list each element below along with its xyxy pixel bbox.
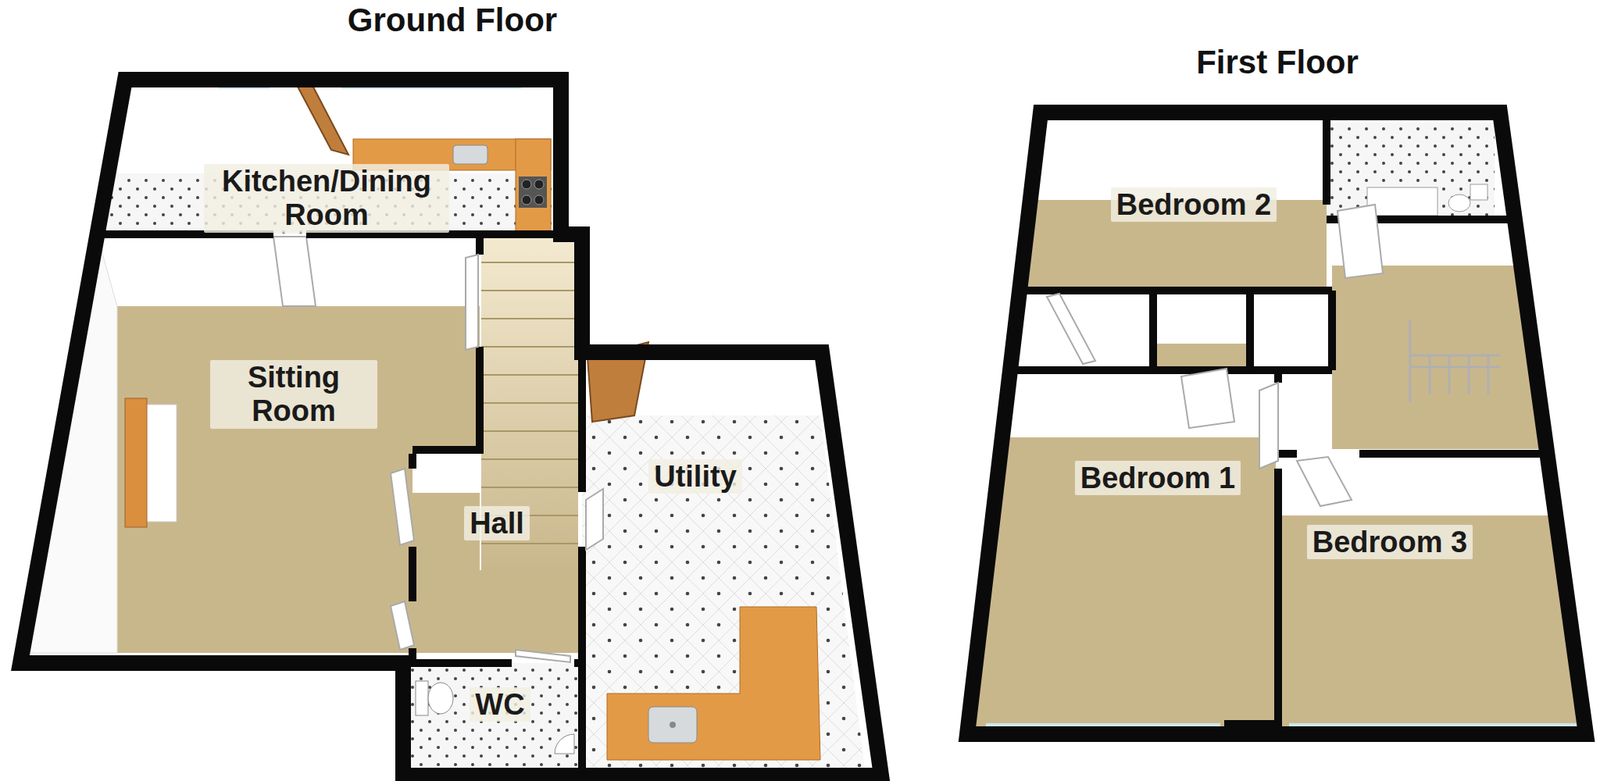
door — [390, 601, 415, 650]
door — [1181, 368, 1235, 429]
floor-heading: Ground Floor — [347, 2, 558, 39]
interior-walls — [1007, 112, 1547, 735]
toilet-cistern — [1470, 184, 1488, 200]
room-label-box: Hall — [464, 506, 530, 542]
room-name: Kitchen/Dining Room — [209, 164, 444, 232]
toilet — [1448, 194, 1471, 212]
room-name: Bedroom 3 — [1312, 525, 1468, 560]
carpet-floor — [412, 453, 480, 654]
wall-face — [1280, 453, 1556, 516]
room-name: Hall — [469, 507, 525, 541]
room-label-box: WC — [469, 687, 530, 723]
room-label-box: Utility — [648, 459, 743, 495]
toilet-cistern — [415, 681, 429, 716]
wall-face — [412, 453, 480, 493]
worktop — [607, 607, 821, 761]
room-name: Bedroom 2 — [1116, 188, 1272, 222]
sink — [648, 707, 697, 743]
basin — [554, 734, 575, 754]
cupboard-floor — [1156, 343, 1250, 371]
sink — [453, 145, 488, 165]
room-name: WC — [475, 688, 525, 722]
carpet-floor — [1280, 515, 1586, 730]
tiled-floor — [1326, 122, 1495, 220]
ground-floor-plan — [20, 73, 882, 776]
room-label-box: Kitchen/Dining Room — [203, 164, 450, 233]
floor-heading: First Floor — [1196, 44, 1359, 81]
door — [515, 650, 571, 663]
floor-area: Ground FloorKitchen/Dining RoomSitting R… — [0, 0, 930, 781]
interior-walls — [92, 234, 583, 776]
room-label-box: Bedroom 1 — [1075, 460, 1241, 497]
hob-ring — [534, 179, 544, 190]
stair-treads — [481, 262, 579, 544]
interior-walls — [1007, 366, 1333, 375]
interior-walls — [403, 659, 512, 668]
interior-walls — [574, 659, 583, 668]
fireplace — [125, 398, 147, 528]
hob-ring — [534, 195, 544, 205]
interior-walls — [412, 446, 480, 454]
door — [1259, 382, 1279, 469]
carpet-floor — [967, 437, 1276, 730]
room-label-box: Bedroom 2 — [1110, 187, 1277, 223]
worktop — [515, 139, 551, 233]
door — [1046, 293, 1096, 365]
tiled-floor — [407, 663, 583, 776]
cupboard — [1010, 290, 1333, 371]
interior-walls — [1328, 290, 1336, 371]
door — [465, 254, 479, 350]
interior-walls — [1278, 450, 1297, 458]
wall-face — [84, 234, 480, 307]
interior-walls — [1019, 286, 1333, 295]
room-name: Utility — [653, 460, 737, 494]
sink-drain — [669, 721, 676, 729]
room-name: Sitting Room — [215, 360, 372, 428]
door — [273, 236, 316, 307]
door — [390, 468, 415, 546]
hob — [518, 176, 547, 208]
banister — [1410, 320, 1500, 403]
toilet — [428, 682, 454, 715]
door — [1296, 457, 1352, 507]
interior-walls — [1322, 112, 1331, 205]
door — [1337, 204, 1383, 279]
interior-walls — [1149, 290, 1158, 371]
interior-walls — [1359, 450, 1547, 458]
room-label-box: Bedroom 3 — [1307, 525, 1473, 561]
interior-walls — [1274, 370, 1283, 383]
interior-walls — [1274, 468, 1283, 735]
room-label-box: Sitting Room — [210, 360, 378, 429]
interior-walls — [408, 546, 417, 602]
outer-wall — [20, 79, 882, 776]
room-name: Bedroom 1 — [1080, 461, 1236, 496]
interior-walls — [475, 346, 484, 454]
floor-area: First FloorBedroom 2 Bedroom 1 Bedroom 3 — [937, 0, 1600, 781]
interior-walls — [475, 234, 484, 255]
interior-walls — [1246, 290, 1254, 371]
first-floor-plan — [967, 109, 1586, 741]
wall-face — [1002, 372, 1276, 438]
carpet-floor — [479, 570, 579, 654]
hob-ring — [521, 179, 532, 190]
hob-ring — [521, 195, 532, 205]
bath — [1367, 187, 1438, 216]
door — [585, 489, 604, 550]
interior-walls — [408, 453, 417, 469]
outer-wall — [967, 112, 1586, 735]
